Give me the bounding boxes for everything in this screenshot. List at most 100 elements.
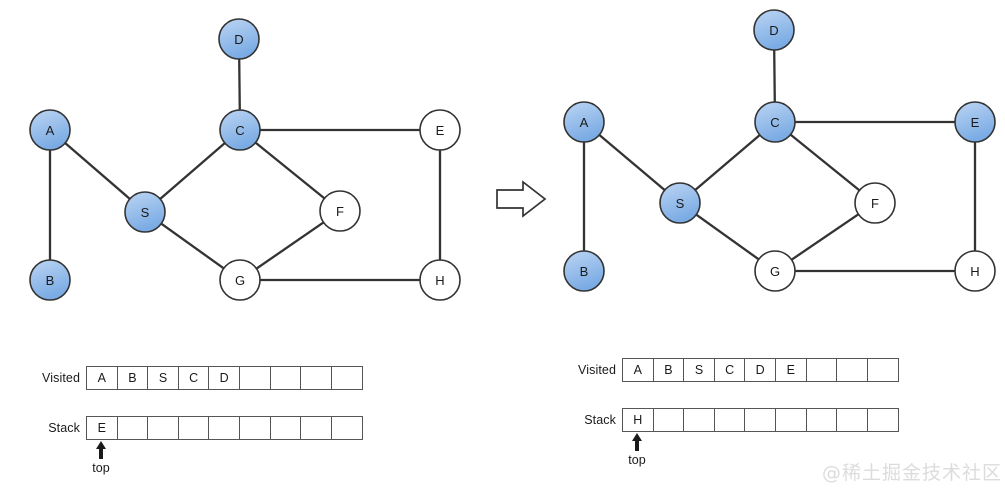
visited-after-cell-8[interactable] — [867, 359, 899, 381]
stack-after-cell-1[interactable] — [653, 409, 685, 431]
graph-node-b[interactable]: B — [563, 250, 605, 292]
graph-node-c[interactable]: C — [219, 109, 261, 151]
node-circle-h — [419, 259, 461, 301]
visited-before-cell-1[interactable]: B — [117, 367, 149, 389]
stack-row-label-before: Stack — [48, 421, 80, 435]
node-circle-s — [659, 182, 701, 224]
visited-after-cell-1[interactable]: B — [653, 359, 685, 381]
stack-after-cell-6[interactable] — [806, 409, 838, 431]
node-label-b: B — [580, 264, 589, 279]
stack-after-cell-8[interactable] — [867, 409, 899, 431]
node-circle-g — [219, 259, 261, 301]
graph-node-f[interactable]: F — [319, 190, 361, 232]
node-label-h: H — [435, 273, 444, 288]
stack-before-cell-6[interactable] — [270, 417, 302, 439]
graph-edge-s-c — [158, 141, 227, 201]
node-label-e: E — [971, 115, 980, 130]
node-circle-c — [219, 109, 261, 151]
visited-before-cell-2[interactable]: S — [148, 367, 179, 389]
stack-before-cell-2[interactable] — [148, 417, 179, 439]
visited-after-cell-7[interactable] — [837, 359, 868, 381]
graph-node-f[interactable]: F — [854, 182, 896, 224]
stack-after-cell-4[interactable] — [745, 409, 776, 431]
edges-group-after — [582, 48, 977, 273]
stack-before-cell-0[interactable]: E — [87, 417, 118, 439]
node-circle-d — [753, 9, 795, 51]
stack-after-cell-7[interactable] — [837, 409, 868, 431]
up-arrow-icon — [94, 440, 108, 460]
up-arrow-icon — [630, 432, 644, 452]
stack-before-cell-3[interactable] — [178, 417, 210, 439]
stack-before-cell-5[interactable] — [239, 417, 271, 439]
node-label-d: D — [769, 23, 778, 38]
visited-after-cell-5[interactable]: E — [775, 359, 807, 381]
stack-before-cell-7[interactable] — [301, 417, 332, 439]
node-circle-a — [29, 109, 71, 151]
stack-before-cell-8[interactable] — [331, 417, 363, 439]
stack-after-cell-0[interactable]: H — [623, 409, 654, 431]
visited-before-cell-8[interactable] — [331, 367, 363, 389]
visited-before-cell-5[interactable] — [239, 367, 271, 389]
graph-edge-f-g — [254, 220, 326, 271]
graph-edge-c-f — [254, 141, 326, 200]
graph-edge-a-s — [63, 141, 132, 201]
graph-node-d[interactable]: D — [218, 18, 260, 60]
stack-after-cell-5[interactable] — [775, 409, 807, 431]
visited-after-cell-2[interactable]: S — [684, 359, 715, 381]
visited-after-cell-6[interactable] — [806, 359, 838, 381]
stack-before-cell-4[interactable] — [209, 417, 240, 439]
graph-node-e[interactable]: E — [954, 101, 996, 143]
node-circle-s — [124, 191, 166, 233]
graph-node-h[interactable]: H — [954, 250, 996, 292]
graph-node-c[interactable]: C — [754, 101, 796, 143]
stack-top-pointer-before: top — [81, 440, 121, 475]
graph-edge-d-c — [238, 57, 241, 112]
node-label-c: C — [235, 123, 244, 138]
stack-cells-before: E — [86, 416, 364, 440]
graph-node-a[interactable]: A — [29, 109, 71, 151]
node-label-f: F — [871, 196, 879, 211]
graph-edge-a-s — [597, 133, 667, 192]
graph-node-h[interactable]: H — [419, 259, 461, 301]
visited-before-cell-7[interactable] — [301, 367, 332, 389]
visited-before-cell-0[interactable]: A — [87, 367, 118, 389]
visited-after-cell-0[interactable]: A — [623, 359, 654, 381]
stack-after-cell-3[interactable] — [714, 409, 746, 431]
visited-after-cell-3[interactable]: C — [714, 359, 746, 381]
stack-before-cell-1[interactable] — [117, 417, 149, 439]
stack-after-cell-2[interactable] — [684, 409, 715, 431]
node-label-e: E — [436, 123, 445, 138]
graph-edge-s-g — [159, 222, 226, 270]
visited-before-cell-3[interactable]: C — [178, 367, 210, 389]
graph-node-a[interactable]: A — [563, 101, 605, 143]
stack-row-before: Stack E — [20, 416, 365, 440]
visited-row-label-before: Visited — [42, 371, 80, 385]
node-circle-h — [954, 250, 996, 292]
visited-row-label-after: Visited — [578, 363, 616, 377]
graph-node-g[interactable]: G — [219, 259, 261, 301]
node-label-g: G — [770, 264, 780, 279]
node-label-f: F — [336, 204, 344, 219]
visited-after-cell-4[interactable]: D — [745, 359, 776, 381]
graph-node-g[interactable]: G — [754, 250, 796, 292]
graph-node-d[interactable]: D — [753, 9, 795, 51]
graph-node-b[interactable]: B — [29, 259, 71, 301]
node-circle-g — [754, 250, 796, 292]
stack-row-label-after: Stack — [584, 413, 616, 427]
graph-edge-c-f — [789, 133, 861, 192]
nodes-group-after: D A C E S F B G H — [563, 9, 996, 292]
stack-row-after: Stack H — [556, 408, 901, 432]
graph-edge-d-c — [773, 48, 776, 104]
graph-node-s[interactable]: S — [124, 191, 166, 233]
visited-before-cell-6[interactable] — [270, 367, 302, 389]
graph-node-s[interactable]: S — [659, 182, 701, 224]
node-label-b: B — [46, 273, 55, 288]
graph-node-e[interactable]: E — [419, 109, 461, 151]
visited-before-cell-4[interactable]: D — [209, 367, 240, 389]
